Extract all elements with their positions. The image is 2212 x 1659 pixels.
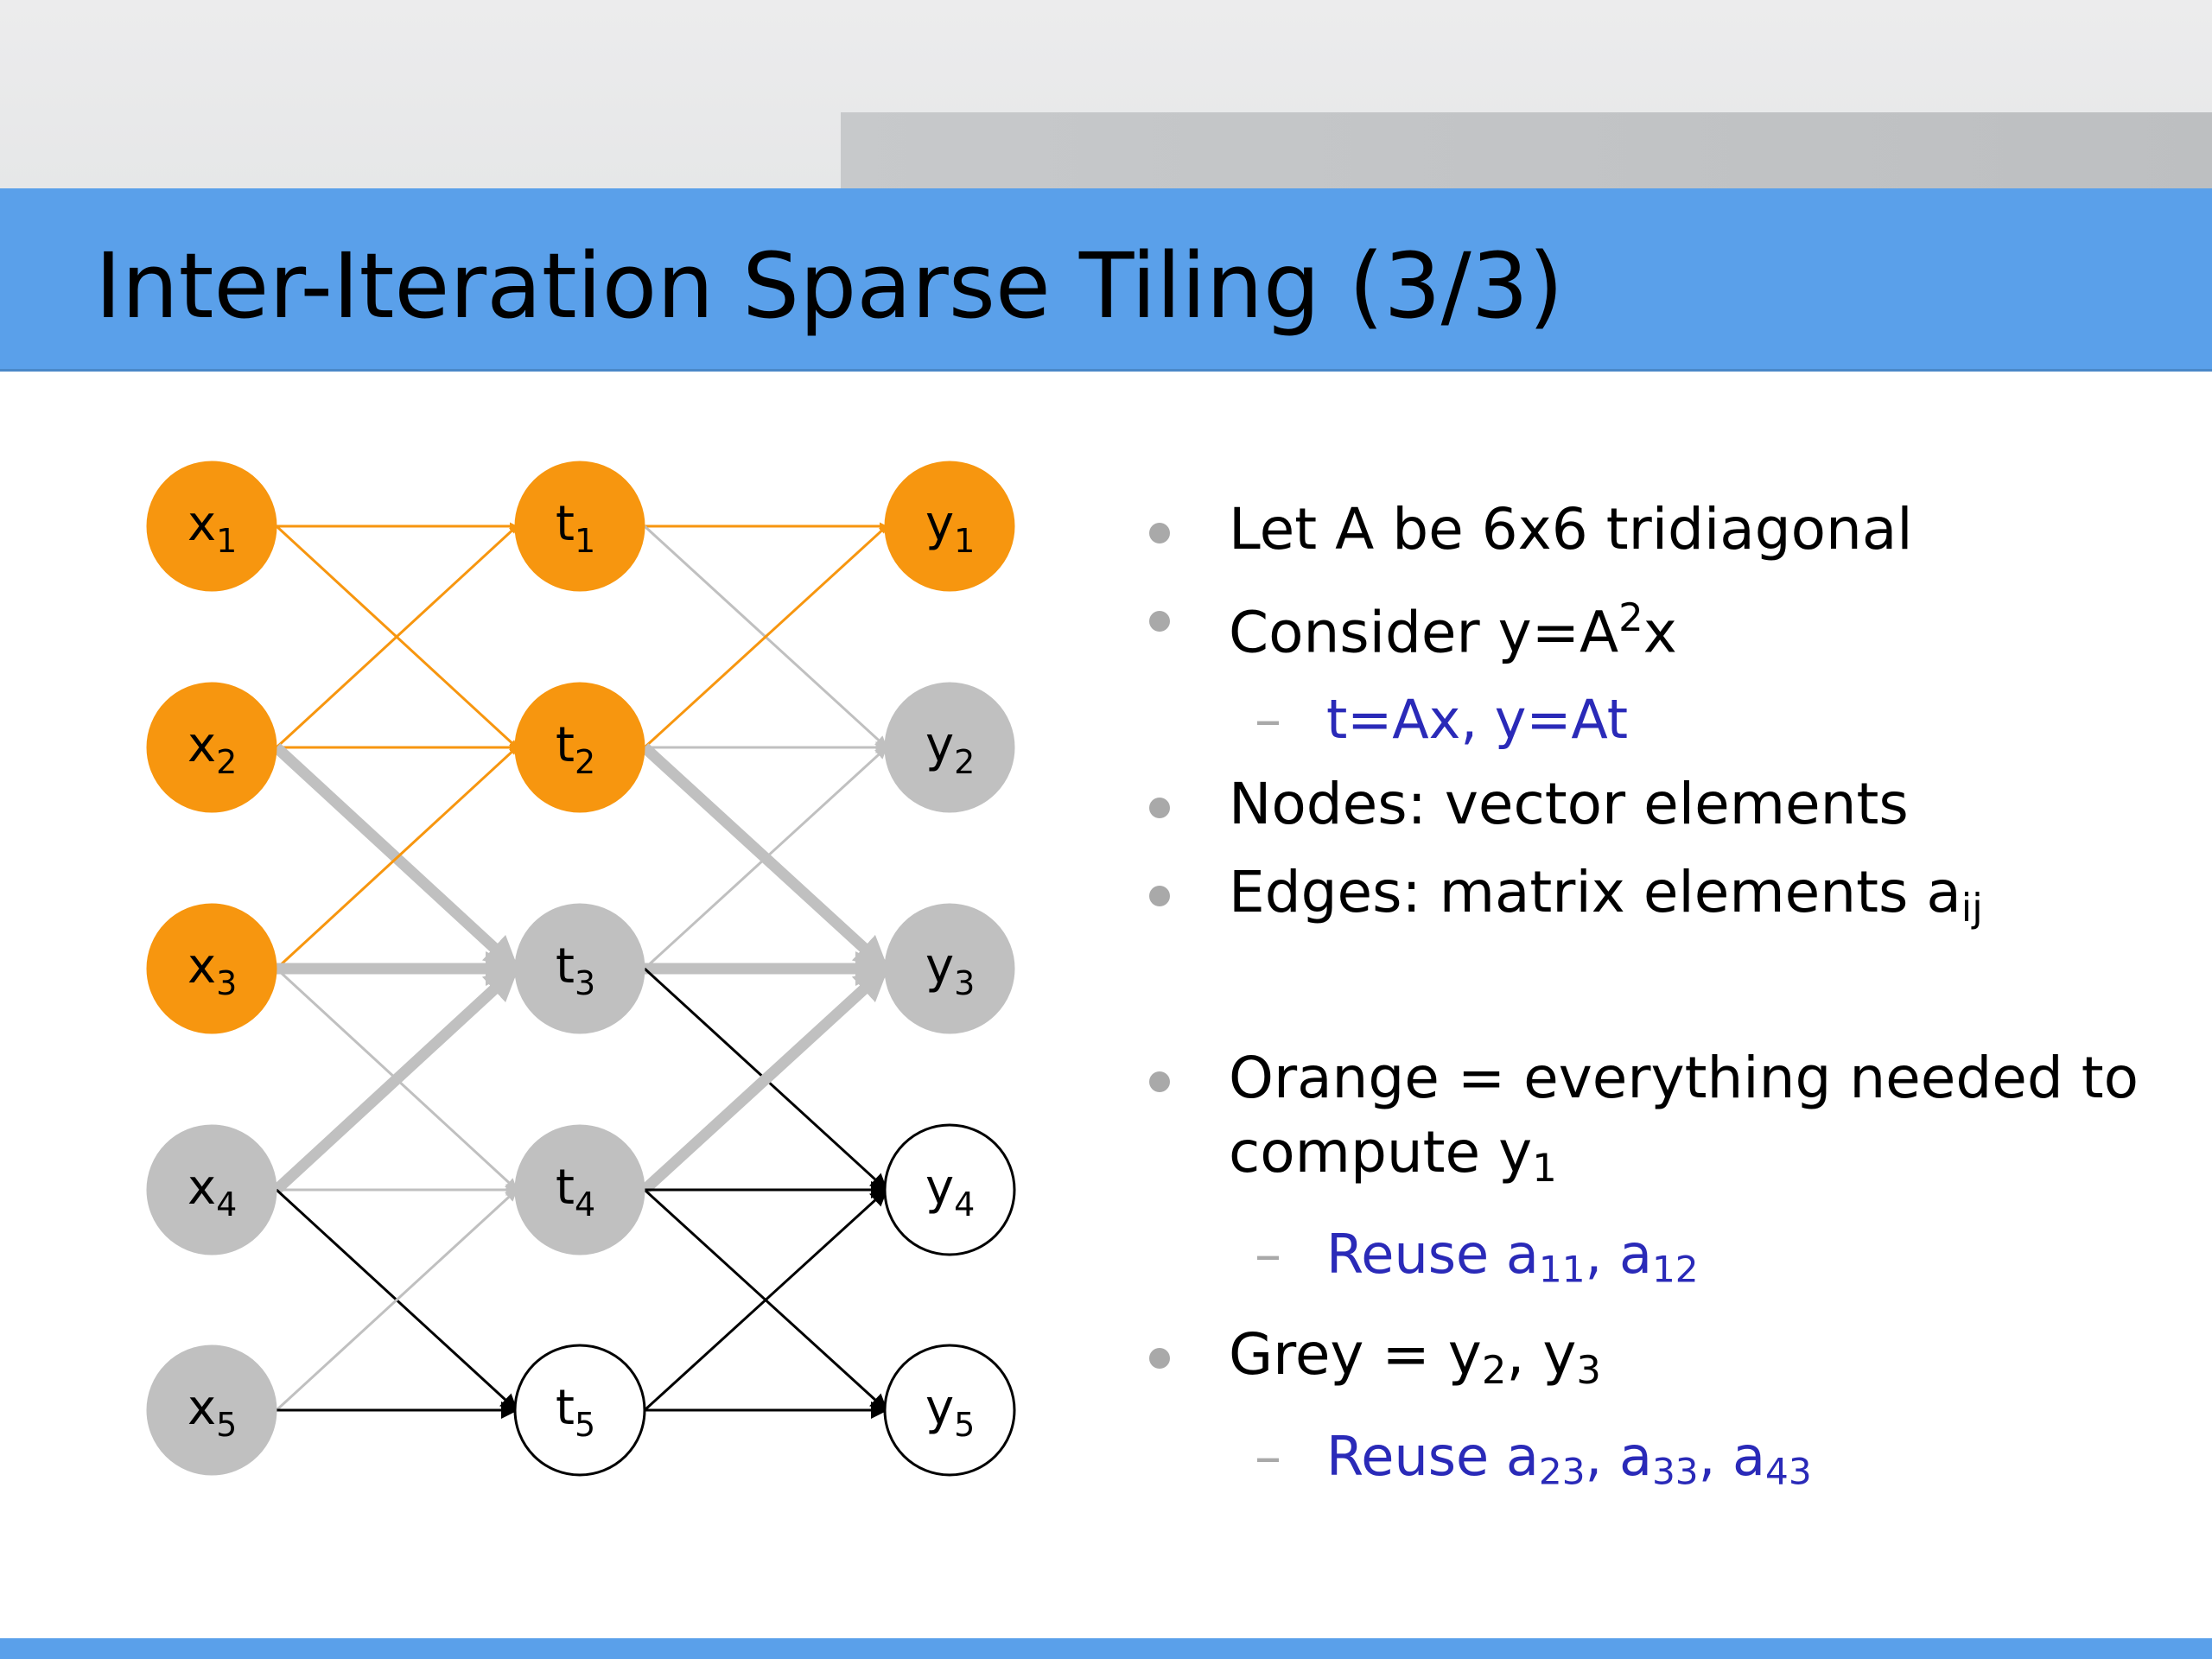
subscript-text: 11 (1538, 1248, 1586, 1291)
bullet-text: , y (1506, 1320, 1577, 1388)
sub-bullet-item: –Reuse a23, a33, a43 (1149, 1421, 2186, 1508)
bullet-text: t=Ax, y=At (1326, 687, 1629, 751)
node-y5: y5 (883, 1344, 1016, 1477)
edge-x5-t4 (275, 1188, 518, 1412)
node-label: x4 (188, 1160, 237, 1224)
nodes: x1 x2 x3 x4 x5 t1 t2 t3 t4 t5 y1 y2 y3 y4 y5 (146, 461, 1016, 1477)
slide-title: Inter-Iteration Sparse Tiling (3/3) (95, 233, 1564, 339)
node-y2: y2 (884, 682, 1015, 813)
bullet-item: Let A be 6x6 tridiagonal (1149, 493, 2186, 567)
node-y3: y3 (884, 903, 1015, 1034)
edge-x4-t3 (272, 964, 521, 1194)
edge-x3-t2 (275, 746, 518, 970)
node-x1: x1 (146, 461, 277, 592)
title-bar (0, 188, 2212, 372)
bullet-item: Consider y=A2x (1149, 581, 2186, 671)
bullet-spacer (1149, 959, 2186, 1041)
bullet-text: x (1643, 599, 1677, 666)
sub-bullet-item: –Reuse a11, a12 (1149, 1219, 2186, 1306)
bullet-dash-icon: – (1255, 1223, 1281, 1287)
bullet-text: Let A be 6x6 tridiagonal (1229, 496, 1913, 563)
node-label: y1 (925, 496, 975, 560)
node-t2: t2 (514, 682, 645, 813)
header-accent-band (841, 112, 2212, 188)
subscript-text: 2 (1481, 1346, 1507, 1393)
subscript-text: 33 (1651, 1450, 1699, 1493)
subscript-text: 23 (1538, 1450, 1586, 1493)
bullet-text: Orange = everything needed to compute y (1229, 1044, 2139, 1185)
bullet-item: Nodes: vector elements (1149, 767, 2186, 842)
bullet-item: Grey = y2, y3 (1149, 1318, 2186, 1408)
edge-t4-y3 (640, 964, 891, 1194)
subscript-text: 3 (1576, 1346, 1601, 1393)
bullet-text: Consider y=A (1229, 599, 1619, 666)
bullet-dot-icon (1149, 611, 1170, 632)
bullet-text: , a (1585, 1424, 1652, 1488)
node-t3: t3 (514, 903, 645, 1034)
bullet-dot-icon (1149, 885, 1170, 906)
bullet-text: Reuse a (1326, 1223, 1539, 1287)
bullet-dot-icon (1149, 797, 1170, 818)
bullet-dot-icon (1149, 1347, 1170, 1369)
node-x2: x2 (146, 682, 277, 813)
node-x4: x4 (146, 1124, 277, 1255)
bullet-text: Grey = y (1229, 1320, 1482, 1388)
node-t1: t1 (514, 461, 645, 592)
bullet-text: , a (1585, 1223, 1652, 1287)
bullet-text: Reuse a (1326, 1424, 1539, 1488)
subscript-text: 12 (1651, 1248, 1699, 1291)
node-x5: x5 (146, 1344, 277, 1476)
edges (272, 522, 891, 1419)
edge-t2-y1 (643, 524, 888, 749)
footer-bar (0, 1638, 2212, 1659)
node-y4: y4 (883, 1123, 1016, 1256)
bullet-dot-icon (1149, 1071, 1170, 1092)
bullet-dash-icon: – (1255, 1424, 1281, 1488)
supscript-text: 2 (1618, 594, 1643, 640)
bullet-dot-icon (1149, 523, 1170, 543)
bullet-dash-icon: – (1255, 687, 1281, 751)
edge-x2-t1 (275, 524, 518, 749)
subscript-text: ij (1961, 884, 1983, 931)
bullet-text: Nodes: vector elements (1229, 770, 1909, 837)
edge-t3-y2 (643, 746, 888, 970)
node-t5: t5 (513, 1344, 646, 1477)
node-label: x3 (188, 938, 237, 1002)
subscript-text: 1 (1532, 1145, 1557, 1192)
node-t4: t4 (514, 1124, 645, 1255)
subscript-text: 43 (1765, 1450, 1812, 1493)
bullet-text: Edges: matrix elements a (1229, 858, 1961, 925)
node-y1: y1 (884, 461, 1015, 592)
bullet-item: Orange = everything needed to compute y1 (1149, 1041, 2186, 1205)
edge-t5-y4 (643, 1188, 888, 1412)
bullet-item: Edges: matrix elements aij (1149, 855, 2186, 945)
node-x3: x3 (146, 903, 277, 1034)
bullet-text: , a (1698, 1424, 1766, 1488)
sub-bullet-item: –t=Ax, y=At (1149, 684, 2186, 755)
